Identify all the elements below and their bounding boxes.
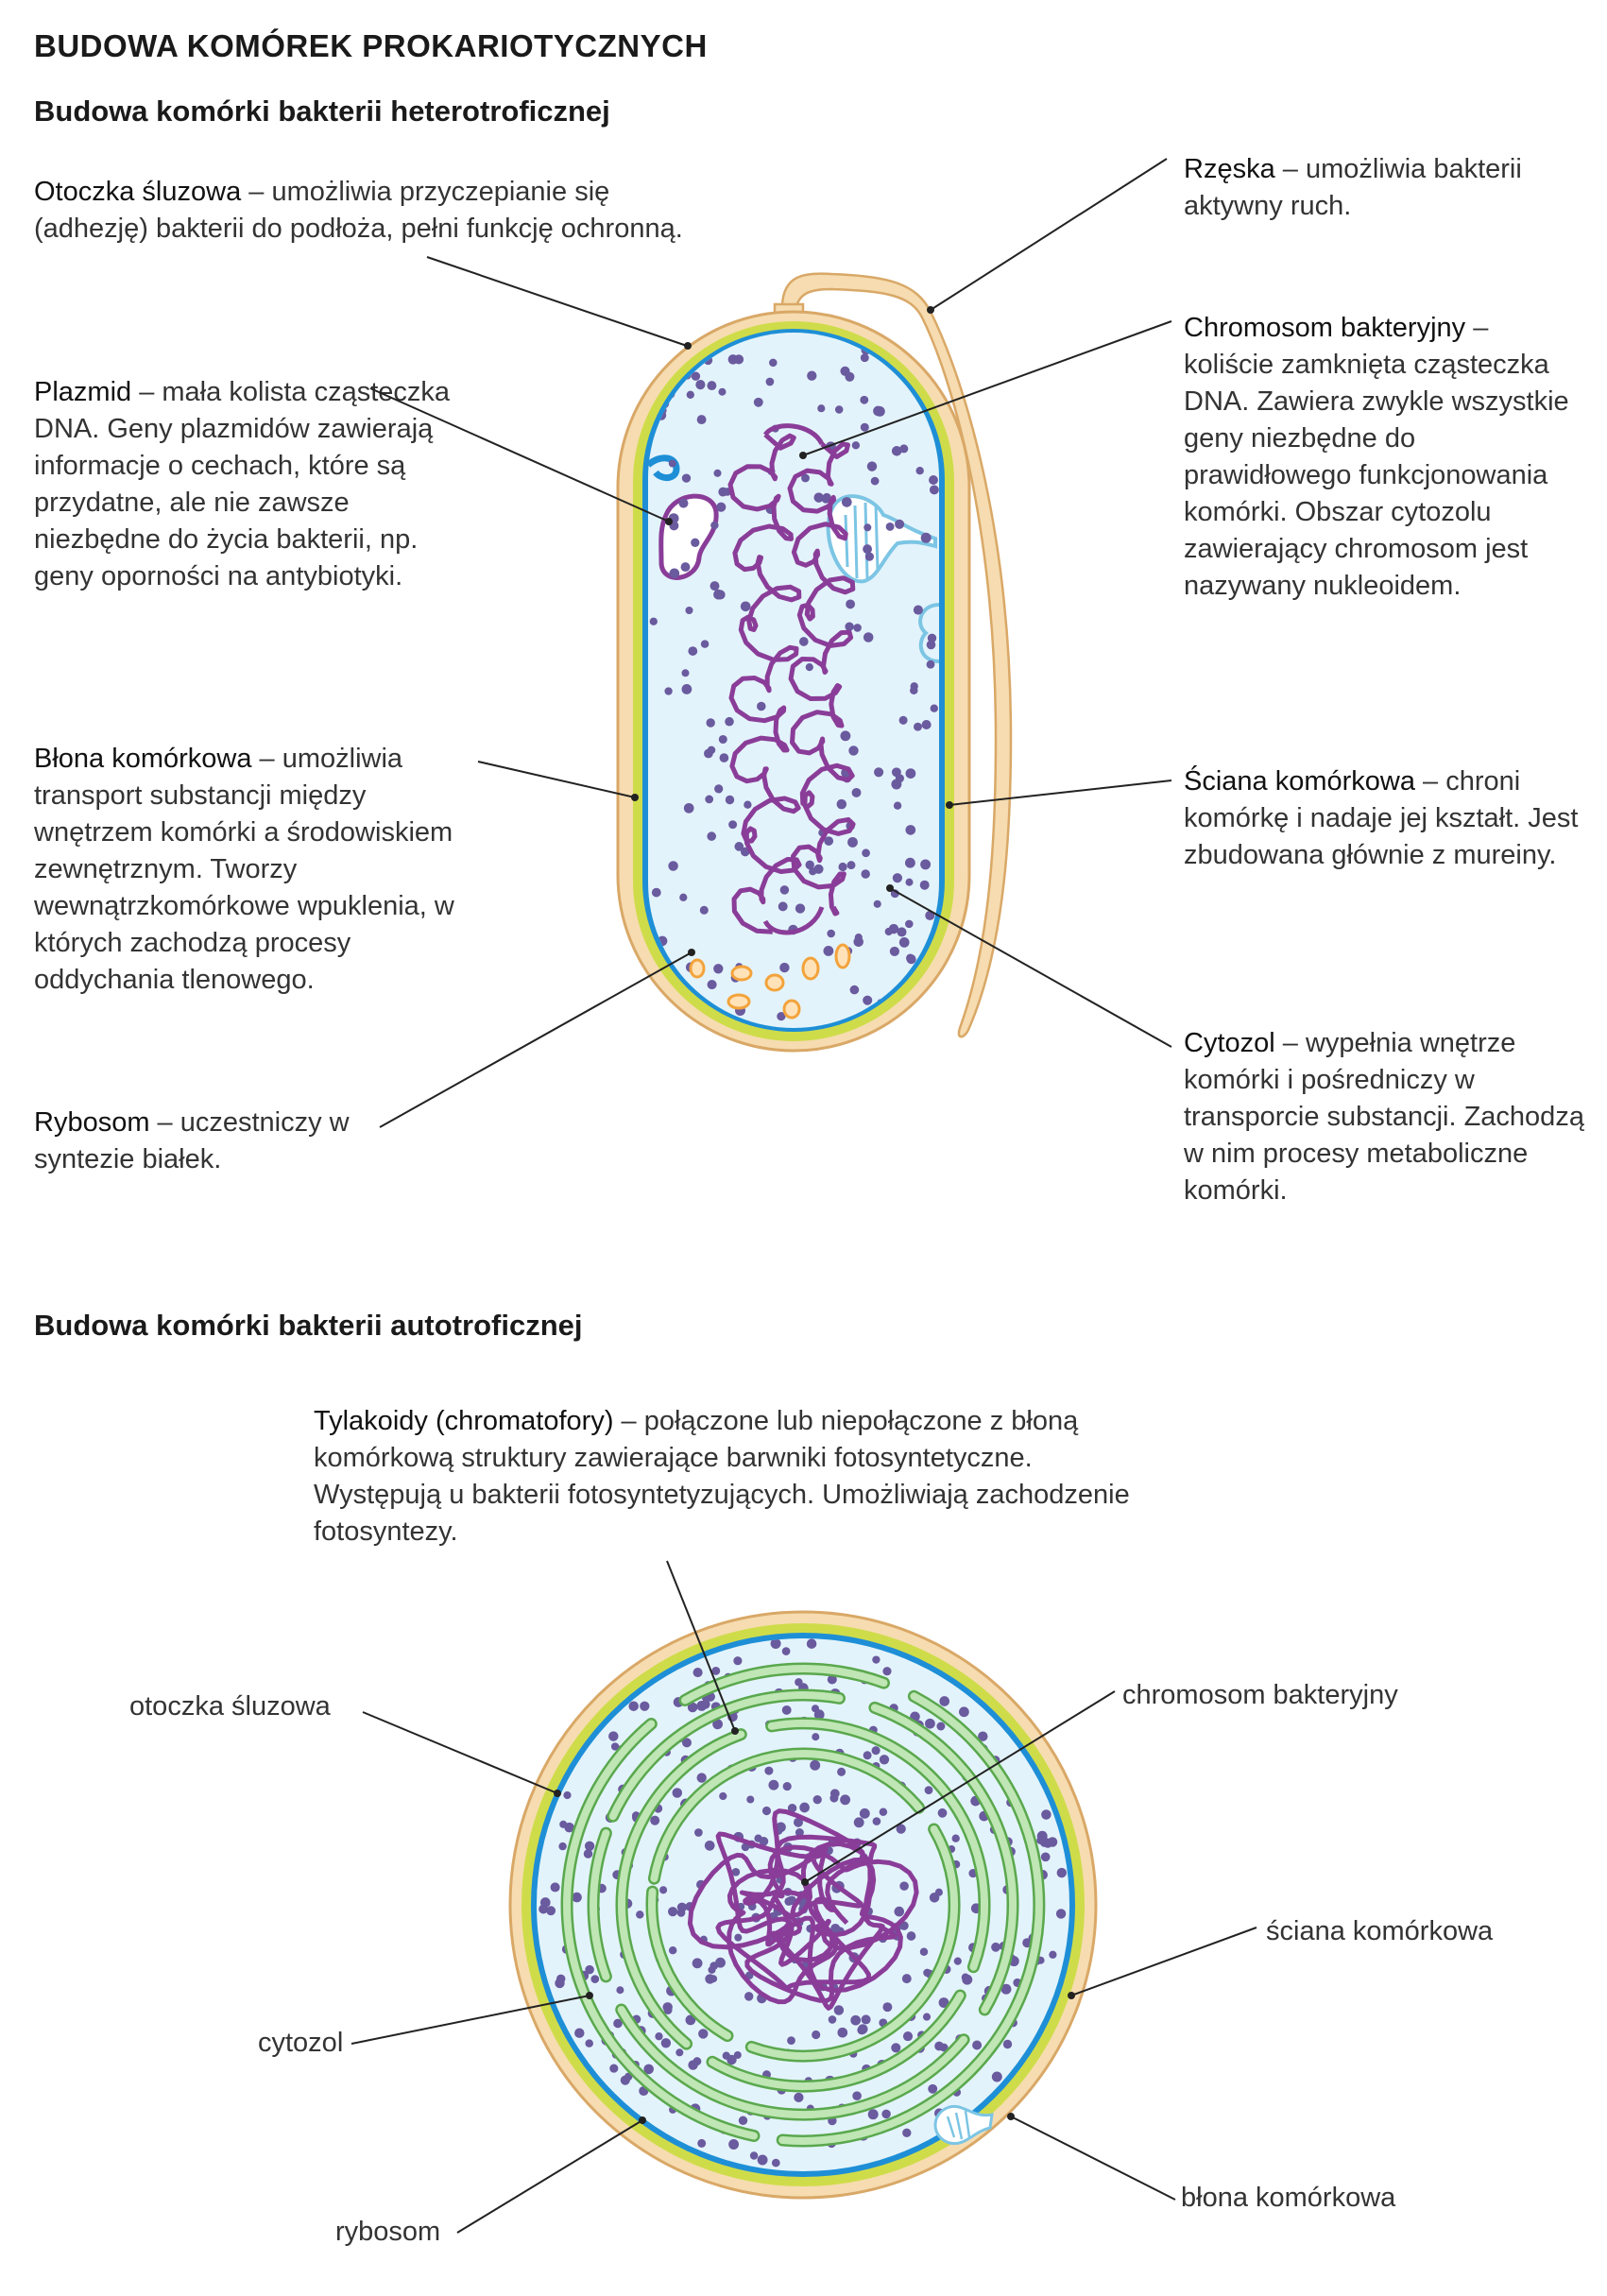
- membrane-infold: [645, 454, 680, 481]
- label-tylakoidy: Tylakoidy (chromatofory) – połączone lub…: [314, 1403, 1145, 1551]
- label-rybosom: Rybosom – uczestniczy w syntezie białek.: [34, 1105, 384, 1178]
- label-desc: – połączone lub niepołączone z błoną kom…: [314, 1406, 1130, 1547]
- label-blona-komorkowa: Błona komórkowa – umożliwia transport su…: [34, 741, 478, 999]
- label-desc: – umożliwia bakterii aktywny ruch.: [1184, 154, 1522, 221]
- section1-title: Budowa komórki bakterii heterotroficznej: [34, 94, 610, 128]
- label-desc: – uczestniczy w syntezie białek.: [34, 1107, 350, 1174]
- label2-sciana-komorkowa: ściana komórkowa: [1266, 1916, 1494, 1946]
- label-term: Plazmid: [34, 377, 132, 407]
- label2-cytozol: cytozol: [258, 2028, 344, 2058]
- label-sciana-komorkowa: Ściana komórkowa – chroni komórkę i nada…: [1184, 763, 1590, 874]
- label-desc: – umożliwia przyczepianie się (adhezję) …: [34, 177, 683, 244]
- label-term: Chromosom bakteryjny: [1184, 313, 1466, 343]
- chromosome: [727, 423, 856, 935]
- label-term: Cytozol: [1184, 1028, 1275, 1058]
- label-term: Rzęska: [1184, 154, 1275, 184]
- label-desc: – umożliwia transport substancji między …: [34, 744, 454, 995]
- thylakoids: [560, 1662, 1046, 2148]
- label-desc: – chroni komórkę i nadaje jej kształt. J…: [1184, 766, 1579, 870]
- label2-chromosom-bakteryjny: chromosom bakteryjny: [1122, 1680, 1398, 1710]
- label2-rybosom: rybosom: [335, 2217, 441, 2247]
- granules: [689, 943, 851, 1019]
- heterotrophic-cell: [616, 272, 1013, 1053]
- label-desc: – koliście zamknięta cząsteczka DNA. Zaw…: [1184, 313, 1569, 601]
- label-term: Rybosom: [34, 1107, 150, 1138]
- label-plazmid: Plazmid – mała kolista cząsteczka DNA. G…: [34, 374, 478, 595]
- chromosome-2: [687, 1808, 919, 2011]
- label-desc: – wypełnia wnętrze komórki i pośredniczy…: [1184, 1028, 1584, 1206]
- mesosome-2: [933, 2104, 994, 2146]
- leader-lines-1: [369, 158, 1172, 1128]
- label-rzeska: Rzęska – umożliwia bakterii aktywny ruch…: [1184, 151, 1543, 225]
- label-term: Tylakoidy (chromatofory): [314, 1406, 614, 1436]
- label-desc: – mała kolista cząsteczka DNA. Geny plaz…: [34, 377, 451, 591]
- label-term: Ściana komórkowa: [1184, 766, 1415, 797]
- leader-lines-2: [350, 1560, 1257, 2234]
- mesosome: [826, 494, 940, 663]
- label-term: Otoczka śluzowa: [34, 177, 242, 207]
- label2-blona-komorkowa: błona komórkowa: [1181, 2183, 1396, 2213]
- label-otoczka-sluzowa: Otoczka śluzowa – umożliwia przyczepiani…: [34, 174, 695, 248]
- label-term: Błona komórkowa: [34, 744, 252, 774]
- autotrophic-cell: [508, 1610, 1098, 2200]
- label-chromosom-bakteryjny: Chromosom bakteryjny – koliście zamknięt…: [1184, 310, 1581, 605]
- label2-otoczka-sluzowa: otoczka śluzowa: [129, 1691, 331, 1722]
- label-cytozol: Cytozol – wypełnia wnętrze komórki i poś…: [1184, 1025, 1590, 1209]
- section2-title: Budowa komórki bakterii autotroficznej: [34, 1309, 583, 1342]
- page-title: BUDOWA KOMÓREK PROKARIOTYCZNYCH: [34, 28, 708, 63]
